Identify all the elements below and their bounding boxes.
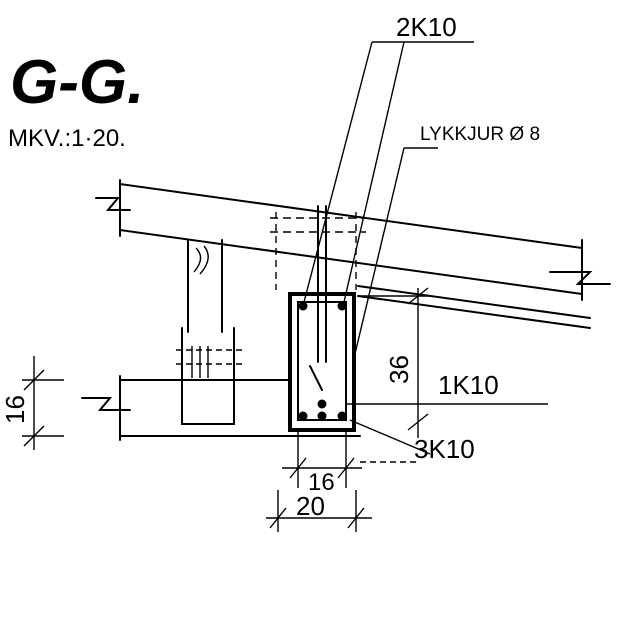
u-bracket bbox=[176, 327, 244, 425]
rebar-bottom-center bbox=[317, 411, 327, 421]
bottom-rebar-label: 3K10 bbox=[414, 434, 475, 464]
rebar-mid bbox=[317, 399, 327, 409]
dimension-left: 16 bbox=[0, 356, 64, 450]
rebar-top-left bbox=[298, 301, 308, 311]
rebar-top-right bbox=[337, 301, 347, 311]
section-title: G-G. bbox=[10, 48, 144, 117]
lower-slab bbox=[357, 285, 591, 329]
lower-floor bbox=[81, 375, 361, 441]
dim-width-label: 20 bbox=[296, 491, 325, 521]
leader-lines bbox=[303, 41, 548, 455]
mid-rebar-label: 1K10 bbox=[438, 370, 499, 400]
dim-inner-width-label: 16 bbox=[308, 469, 335, 496]
dimension-width: 20 bbox=[266, 490, 372, 532]
dim-left-label: 16 bbox=[0, 395, 30, 424]
scale-label: MKV.:1·20. bbox=[8, 125, 126, 152]
dimension-height: 36 bbox=[358, 287, 430, 438]
beam-section bbox=[288, 205, 356, 432]
stirrup-label: LYKKJUR Ø 8 bbox=[420, 124, 540, 145]
dim-height-label: 36 bbox=[384, 355, 414, 384]
timber-post bbox=[187, 239, 223, 333]
top-rebar-label: 2K10 bbox=[396, 12, 457, 42]
rebar-bottom-left bbox=[298, 411, 308, 421]
dimension-inner-width: 16 bbox=[282, 432, 420, 496]
rebar-bottom-right bbox=[337, 411, 347, 421]
upper-slab bbox=[95, 179, 611, 301]
